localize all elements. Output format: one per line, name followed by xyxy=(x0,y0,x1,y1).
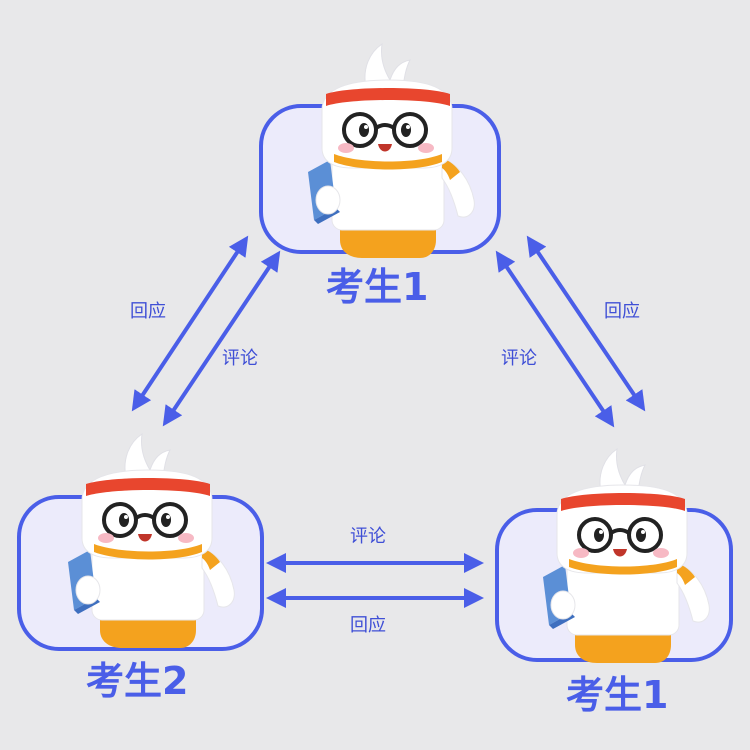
edge-label-left-right-lower: 回应 xyxy=(350,615,386,636)
edge-label-top-right-inner: 评论 xyxy=(501,348,537,369)
node-left xyxy=(17,432,264,651)
arrow-top-left-inner xyxy=(162,250,281,427)
edge-label-top-left-inner: 评论 xyxy=(222,348,258,369)
arrow-top-right-inner xyxy=(495,250,615,428)
edge-label-left-right-upper: 评论 xyxy=(350,526,386,547)
node-title-right: 考生1 xyxy=(566,673,669,717)
node-title-top: 考生1 xyxy=(326,265,429,309)
node-top xyxy=(259,42,501,260)
edge-label-top-left-outer: 回应 xyxy=(130,301,166,322)
edge-label-top-right-outer: 回应 xyxy=(604,301,640,322)
node-right xyxy=(495,447,733,665)
node-title-left: 考生2 xyxy=(86,659,189,703)
